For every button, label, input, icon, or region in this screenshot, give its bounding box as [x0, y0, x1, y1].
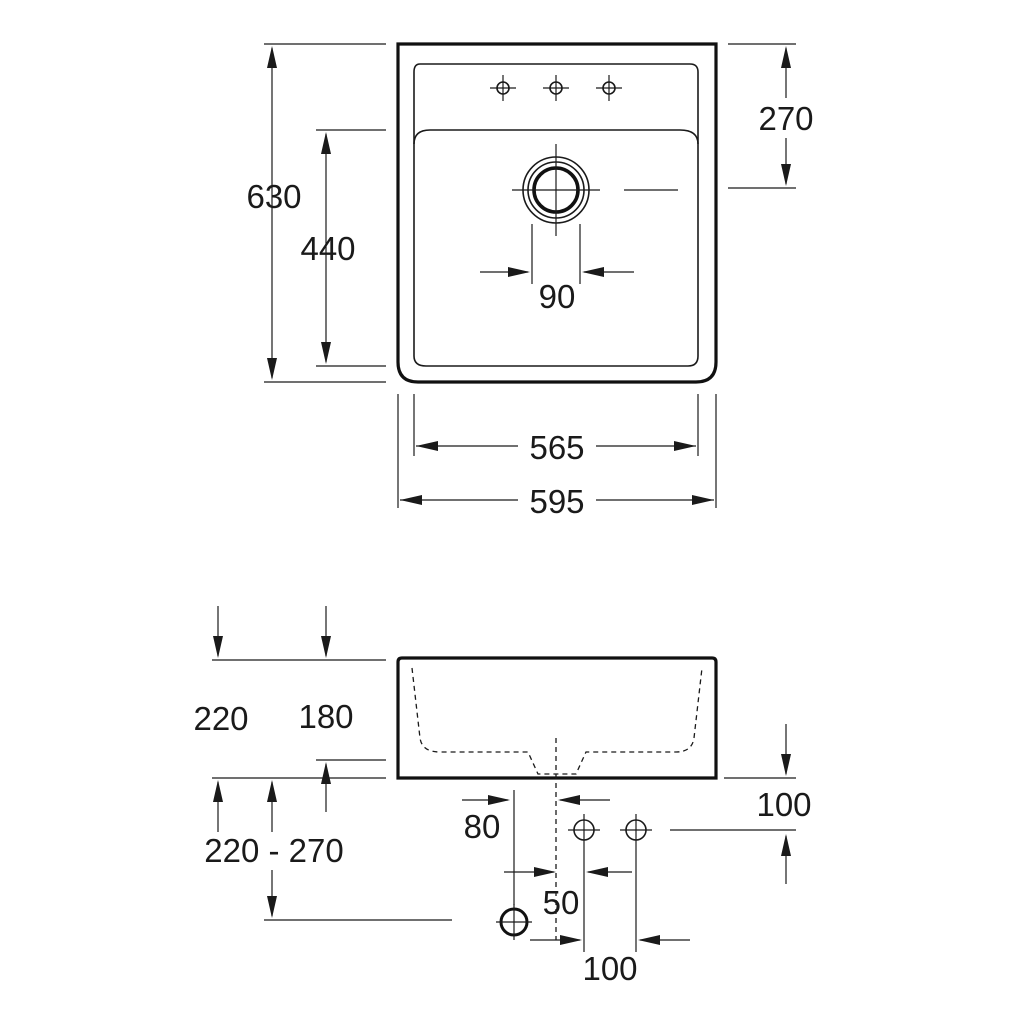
waste-pipe-icon — [496, 904, 532, 940]
dim-overall-height: 630 — [246, 43, 386, 383]
dim-220-label: 220 — [193, 700, 248, 737]
dim-waste-offset: 50 — [504, 867, 632, 921]
dim-front-height-inner: 180 — [298, 606, 354, 812]
dim-drain-diameter: 90 — [480, 224, 634, 315]
sink-inner-rim — [413, 63, 699, 367]
dim-drain-offset: 80 — [462, 790, 610, 905]
dim-mount-range: 220 - 270 — [204, 780, 452, 921]
dim-bowl-width: 565 — [413, 394, 699, 466]
dim-270-label: 270 — [758, 100, 813, 137]
tap-hole-front-right-icon — [620, 814, 796, 952]
dim-595-label: 595 — [529, 483, 584, 520]
dim-50-label: 50 — [543, 884, 580, 921]
dim-180-label: 180 — [298, 698, 353, 735]
dim-tap-height: 100 — [724, 724, 812, 884]
dim-80-label: 80 — [464, 808, 501, 845]
dim-bowl-height: 440 — [300, 129, 386, 367]
tap-hole-right-icon — [596, 75, 622, 101]
dim-90-label: 90 — [539, 278, 576, 315]
top-view: 630 440 270 90 — [246, 42, 814, 520]
dim-overall-width: 595 — [397, 394, 717, 520]
dim-630-label: 630 — [246, 178, 301, 215]
tap-hole-center-icon — [543, 75, 569, 101]
drain-icon — [512, 144, 678, 236]
dim-100-spacing-label: 100 — [582, 950, 637, 987]
front-view: 220 180 220 - 270 80 — [193, 606, 812, 987]
tap-hole-front-left-icon — [568, 814, 600, 952]
sink-outer-outline — [396, 42, 718, 384]
dim-565-label: 565 — [529, 429, 584, 466]
bowl-edge — [413, 129, 699, 145]
dim-440-label: 440 — [300, 230, 355, 267]
tap-hole-left-icon — [490, 75, 516, 101]
dim-tap-spacing: 100 — [530, 935, 690, 987]
dim-100-height-label: 100 — [756, 786, 811, 823]
sink-front-outline — [396, 656, 718, 780]
bowl-hidden-line — [411, 667, 703, 775]
dim-front-height-outer: 220 — [193, 606, 249, 832]
dim-220-270-label: 220 - 270 — [204, 832, 343, 869]
dim-drain-distance: 270 — [728, 43, 814, 189]
